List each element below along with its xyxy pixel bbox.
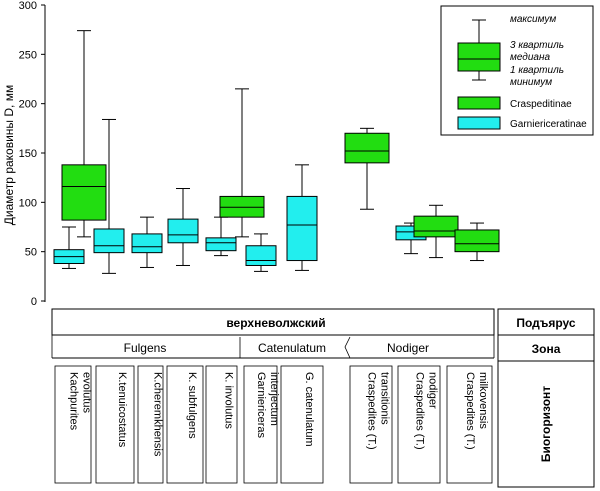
biohorizon-cell [349,365,393,484]
y-tick-label: 150 [19,148,37,160]
biohorizon-5: K. involutus [205,365,238,484]
y-tick-label: 250 [19,49,37,61]
box-series [53,30,500,274]
legend: максимум 3 квартиль медиана 1 квартиль м… [440,5,594,136]
biohorizon-label: K.tenuicostatus [116,372,128,448]
box-4 [131,216,163,268]
biohorizon-4: K. subfulgens [166,365,204,484]
box-iqr [167,218,199,244]
biohorizon-label: G. catenulatum [303,372,315,447]
y-tick-label: 0 [31,296,37,308]
y-tick-label: 50 [25,247,37,259]
box-6 [205,216,237,257]
legend-series-craspeditinae: Craspeditinae [510,99,572,110]
zone-nodiger: Nodiger [387,341,429,355]
y-tick-label: 100 [19,197,37,209]
zone-dividers [51,335,495,359]
substage-cell [51,308,495,336]
biohorizon-label: nodiger [427,372,439,409]
legend-max-label: максимум [510,14,556,25]
biohorizon-cell [280,365,324,484]
zone-header: Зона [532,342,561,356]
biohorizon-cell [137,365,164,484]
legend-series-garniericeratinae: Garniericeratinae [510,119,587,130]
biohorizon-label: transitionis [379,372,391,425]
biohorizon-label: Craspedites (T.) [464,372,476,450]
box-iqr [344,132,390,164]
box-iqr [205,237,237,252]
biohorizon-cell [205,365,238,484]
box-iqr [93,228,125,254]
substage-header: Подъярус [516,316,576,330]
y-tick-label: 200 [19,99,37,111]
biohorizon-label: Craspedites (T.) [414,372,426,450]
legend-q3-label: 3 квартиль [510,40,564,51]
biohorizon-cell [446,365,493,484]
biohorizon-10: Craspedites (T.)milkovensis [446,365,493,484]
legend-min-label: минимум [510,77,552,88]
box-iqr [454,229,500,253]
box-3 [93,118,125,274]
biohorizon-label: milkovensis [477,372,489,429]
zone-fulgens: Fulgens [124,341,167,355]
legend-sample-box [457,42,501,72]
box-iqr [413,215,459,238]
biohorizon-9: Craspedites (T.)nodiger [397,365,441,484]
y-ticks: 0 50 100 150 200 250 300 [19,0,45,308]
biohorizon-cell [243,365,278,484]
legend-q1-label: 1 квартиль [510,65,564,76]
box-iqr [286,195,318,262]
biohorizon-2: K.tenuicostatus [95,365,135,484]
box-8 [245,233,277,272]
biohorizon-label: Garniericeras [255,372,267,439]
biohorizon-cell [54,365,92,484]
box-5 [167,188,199,266]
y-tick-label: 300 [19,0,37,12]
biohorizon-label: interjectum [268,372,280,426]
zone-catenulatum: Catenulatum [258,341,326,355]
box-13 [454,222,500,262]
box-12 [413,204,459,259]
legend-swatch-craspeditinae [457,96,501,110]
box-1 [53,226,85,269]
box-iqr [245,245,277,266]
substage-label: верхневолжский [226,316,325,330]
legend-swatch-garniericeratinae [457,116,501,130]
biohorizon-label: K. involutus [223,372,235,429]
strat-table: верхневолжский Подъярус Fulgens Catenula… [51,308,595,488]
box-9 [286,164,318,271]
y-axis-title: Диаметр раковины D, мм [2,85,16,225]
biohorizon-label: Kachpurites [68,372,80,431]
box-iqr [131,233,163,254]
biohorizon-header-cell [497,360,595,488]
box-iqr [61,164,107,221]
biohorizon-label: Craspedites (T.) [366,372,378,450]
biohorizon-label: K.cheremkhensis [152,372,164,457]
biohorizon-cell [397,365,441,484]
biohorizon-7: G. catenulatum [280,365,324,484]
biohorizon-8: Craspedites (T.)transitionis [349,365,393,484]
biohorizon-label: evolutus [81,372,93,413]
biohorizon-header: Биогоризонт [539,386,553,462]
biohorizon-3: K.cheremkhensis [137,365,164,484]
biohorizon-cell [95,365,135,484]
biohorizon-cell [166,365,204,484]
box-7 [219,88,265,238]
legend-median-label: медиана [510,52,550,63]
biohorizon-label: K. subfulgens [186,372,198,439]
box-10 [344,127,390,210]
box-2 [61,30,107,238]
